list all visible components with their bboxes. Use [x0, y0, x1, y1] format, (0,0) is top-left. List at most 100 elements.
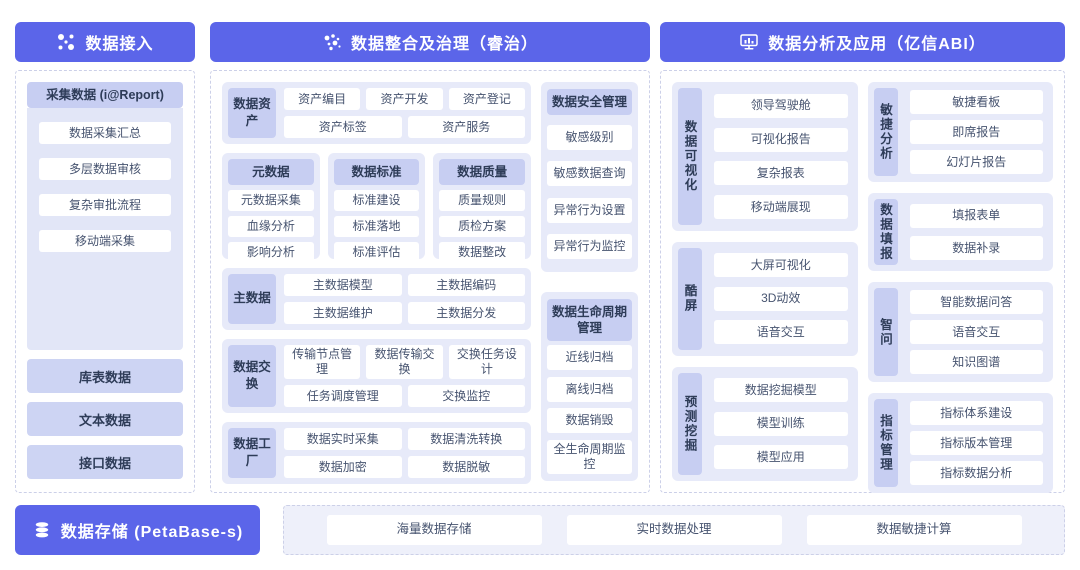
header-analysis: 数据分析及应用（亿信ABI） [660, 22, 1065, 62]
section-title: 数据质量 [439, 159, 526, 186]
feature-item: 即席报告 [909, 120, 1043, 144]
indicator-management-section: 指标管理 指标体系建设 指标版本管理 指标数据分析 [867, 393, 1053, 493]
data-asset-section: 数据资产 资产编目 资产开发 资产登记 资产标签 资产服务 [222, 82, 531, 144]
feature-item: 数据整改 [439, 242, 526, 264]
feature-item: 近线归档 [547, 345, 632, 371]
feature-item: 移动端展现 [714, 195, 848, 219]
feature-item: 填报表单 [909, 203, 1043, 228]
governance-side-column: 数据安全管理 敏感级别 敏感数据查询 异常行为设置 异常行为监控 数据生命周期管… [541, 82, 638, 481]
header-data-access: 数据接入 [15, 22, 195, 62]
section-body: 数据采集汇总 多层数据审核 复杂审批流程 移动端采集 [27, 108, 183, 350]
section-label: 指标管理 [873, 399, 898, 487]
data-lifecycle-section: 数据生命周期管理 近线归档 离线归档 数据销毁 全生命周期监控 [541, 291, 638, 481]
feature-item: 主数据编码 [407, 274, 525, 296]
collect-data-section: 采集数据 (i@Report) 数据采集汇总 多层数据审核 复杂审批流程 移动端… [27, 82, 183, 350]
feature-item: 大屏可视化 [714, 253, 848, 278]
section-title: 数据标准 [333, 159, 420, 186]
feature-item: 指标数据分析 [909, 461, 1043, 485]
header-label: 数据存储 (PetaBase-s) [60, 524, 244, 541]
feature-item: 敏感数据查询 [547, 161, 632, 187]
feature-item: 质检方案 [439, 216, 526, 238]
section-label: 敏捷分析 [873, 88, 898, 176]
cool-screen-section: 酷屏 大屏可视化 3D动效 语音交互 [672, 241, 858, 356]
feature-item: 影响分析 [228, 242, 314, 264]
storage-row: 数据存储 (PetaBase-s) 海量数据存储 实时数据处理 数据敏捷计算 [15, 505, 1065, 555]
feature-item: 指标版本管理 [909, 431, 1043, 455]
source-item-api: 接口数据 [27, 445, 183, 479]
feature-item: 数据脱敏 [407, 456, 525, 478]
feature-item: 数据补录 [909, 236, 1043, 261]
section-title: 元数据 [228, 159, 314, 186]
feature-item: 血缘分析 [228, 216, 314, 238]
feature-item: 语音交互 [909, 320, 1043, 344]
feature-item: 质量规则 [439, 190, 526, 212]
section-title: 采集数据 (i@Report) [27, 82, 183, 109]
header-governance: 数据整合及治理（睿治） [210, 22, 650, 62]
data-exchange-section: 数据交换 传输节点管理 数据传输交换 交换任务设计 任务调度管理 交换监控 [222, 339, 531, 413]
feature-item: 数据传输交换 [366, 345, 443, 379]
source-item-text: 文本数据 [27, 402, 183, 436]
section-title: 数据生命周期管理 [547, 298, 632, 341]
data-reporting-section: 数据填报 填报表单 数据补录 [867, 193, 1053, 271]
section-label: 酷屏 [678, 247, 702, 350]
section-title: 数据安全管理 [547, 89, 632, 116]
panel-analysis: 数据可视化 领导驾驶舱 可视化报告 复杂报表 移动端展现 酷屏 大屏可视化 3D… [660, 70, 1065, 493]
feature-item: 标准评估 [333, 242, 420, 264]
header-label: 数据接入 [85, 36, 154, 53]
feature-item: 交换监控 [407, 385, 525, 407]
feature-item: 数据挖掘模型 [714, 378, 848, 403]
feature-item: 指标体系建设 [909, 401, 1043, 425]
feature-item: 离线归档 [547, 376, 632, 402]
feature-item: 资产编目 [284, 88, 361, 110]
feature-item: 标准建设 [333, 190, 420, 212]
smart-qa-section: 智问 智能数据问答 语音交互 知识图谱 [867, 282, 1053, 382]
feature-item: 资产登记 [448, 88, 525, 110]
data-factory-section: 数据工厂 数据实时采集 数据清洗转换 数据加密 数据脱敏 [222, 422, 531, 484]
feature-item: 异常行为监控 [547, 234, 632, 259]
feature-item: 数据采集汇总 [39, 122, 171, 145]
dots-cluster-icon [324, 34, 341, 51]
storage-capabilities-bar: 海量数据存储 实时数据处理 数据敏捷计算 [283, 505, 1065, 555]
agile-analysis-section: 敏捷分析 敏捷看板 即席报告 幻灯片报告 [867, 82, 1053, 182]
feature-item: 海量数据存储 [326, 515, 542, 545]
predictive-mining-section: 预测挖掘 数据挖掘模型 模型训练 模型应用 [672, 366, 858, 481]
feature-item: 领导驾驶舱 [714, 93, 848, 118]
data-standard-section: 数据标准 标准建设 标准落地 标准评估 [327, 153, 426, 264]
feature-item: 数据实时采集 [284, 428, 402, 450]
feature-item: 主数据分发 [407, 302, 525, 324]
feature-item: 模型应用 [714, 445, 848, 470]
feature-item: 全生命周期监控 [547, 439, 632, 474]
panel-governance: 数据资产 资产编目 资产开发 资产登记 资产标签 资产服务 [210, 70, 650, 493]
header-label: 数据分析及应用（亿信ABI） [768, 36, 986, 53]
master-data-section: 主数据 主数据模型 主数据编码 主数据维护 主数据分发 [222, 268, 531, 330]
section-label: 数据工厂 [228, 428, 276, 478]
metadata-standard-quality-row: 元数据 元数据采集 血缘分析 影响分析 数据标准 标准建设 标准落地 标准评估 [222, 153, 532, 264]
database-icon [35, 522, 48, 538]
panel-data-access: 采集数据 (i@Report) 数据采集汇总 多层数据审核 复杂审批流程 移动端… [15, 70, 195, 493]
feature-item: 模型训练 [714, 411, 848, 436]
main-row: 采集数据 (i@Report) 数据采集汇总 多层数据审核 复杂审批流程 移动端… [15, 70, 1065, 493]
metadata-section: 元数据 元数据采集 血缘分析 影响分析 [222, 153, 320, 264]
feature-item: 资产服务 [407, 116, 525, 138]
feature-item: 可视化报告 [714, 127, 848, 152]
feature-item: 异常行为设置 [547, 197, 632, 223]
feature-item: 多层数据审核 [39, 158, 171, 181]
feature-item: 主数据维护 [284, 302, 402, 324]
feature-item: 移动端采集 [39, 230, 171, 253]
feature-item: 传输节点管理 [284, 345, 361, 379]
section-label: 预测挖掘 [678, 372, 702, 475]
data-security-section: 数据安全管理 敏感级别 敏感数据查询 异常行为设置 异常行为监控 [541, 82, 638, 272]
feature-item: 复杂审批流程 [39, 194, 171, 217]
section-label: 数据可视化 [678, 88, 702, 225]
analysis-left-column: 数据可视化 领导驾驶舱 可视化报告 复杂报表 移动端展现 酷屏 大屏可视化 3D… [672, 82, 858, 481]
feature-item: 标准落地 [333, 216, 420, 238]
header-row: 数据接入 数据整合及治理（睿治） 数据分析及应用（亿信ABI） [15, 22, 1065, 62]
feature-item: 数据清洗转换 [407, 428, 525, 450]
feature-item: 交换任务设计 [448, 345, 525, 379]
feature-item: 复杂报表 [714, 161, 848, 186]
feature-item: 资产开发 [366, 88, 443, 110]
feature-item: 幻灯片报告 [909, 150, 1043, 174]
source-item-db-tables: 库表数据 [27, 359, 183, 393]
nodes-icon [58, 34, 75, 50]
